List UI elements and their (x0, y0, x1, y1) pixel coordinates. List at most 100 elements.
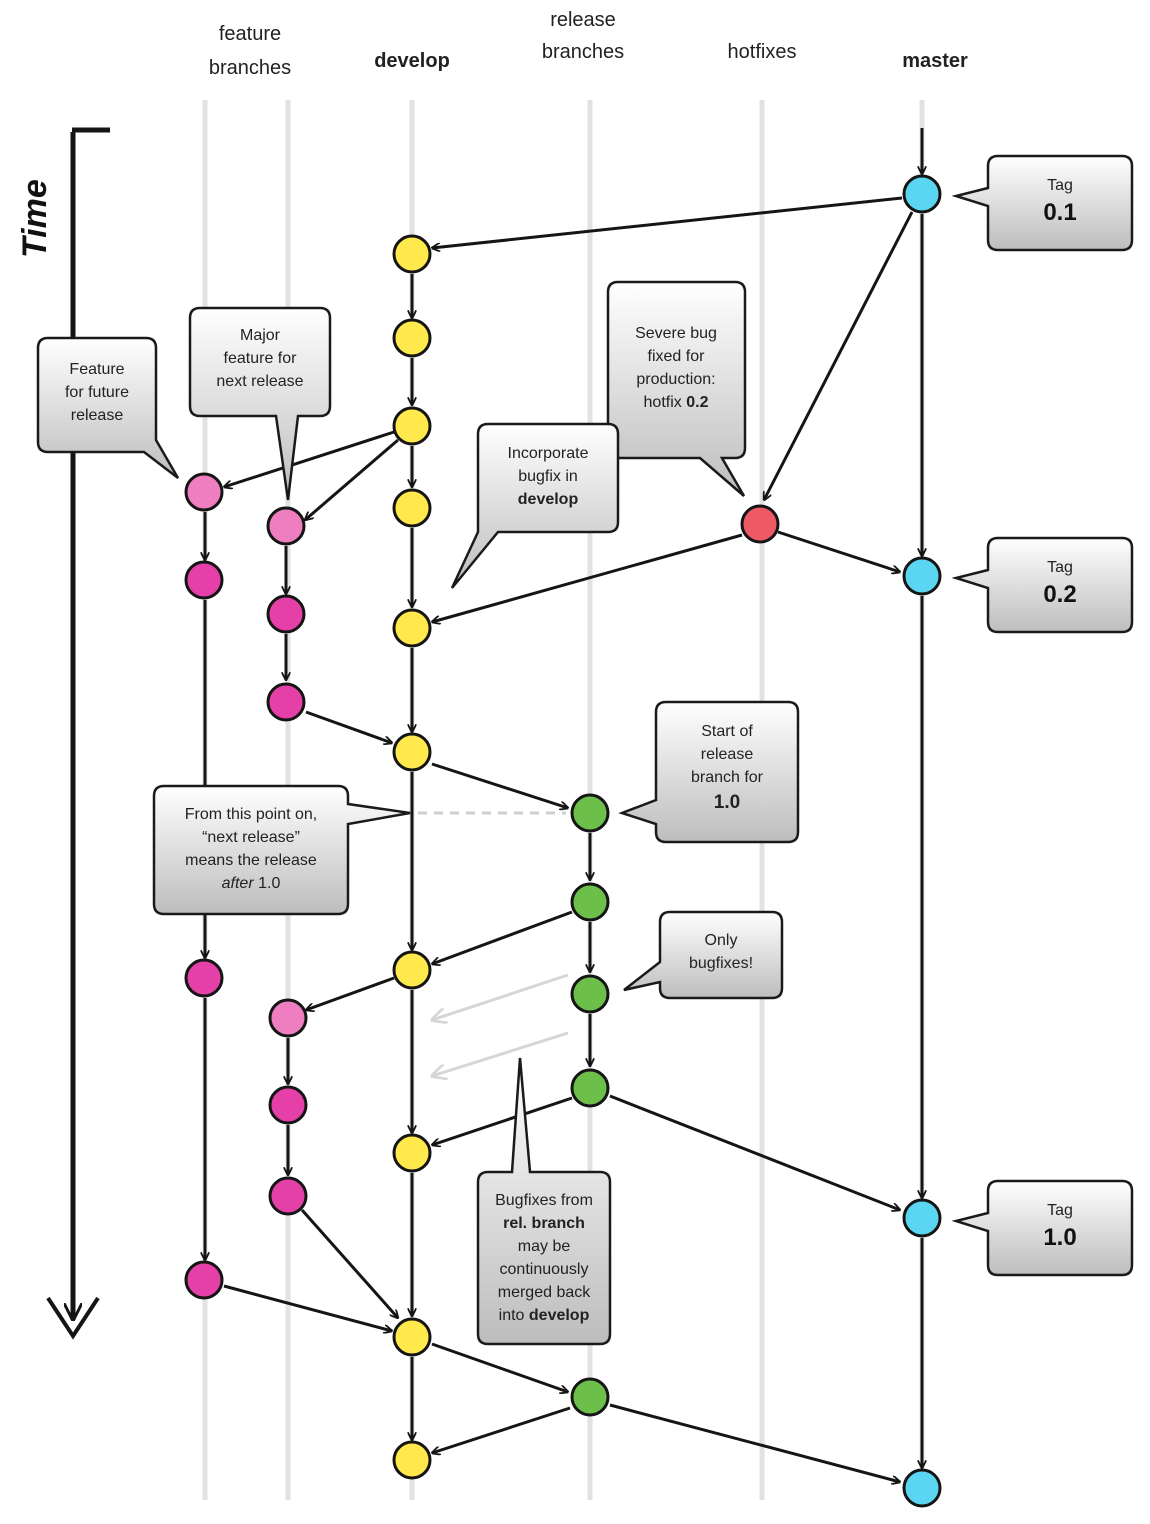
callout-incorporate-line1: Incorporate (508, 445, 589, 462)
edge-faint-merge-2 (432, 1031, 569, 1076)
edge-feature2-to-develop (305, 710, 392, 743)
edge-release-to-develop-1 (432, 910, 573, 964)
tag-box-0-1-label: Tag (1047, 177, 1073, 194)
commit-develop-8 (392, 1133, 432, 1173)
commit-develop-2 (392, 318, 432, 358)
callout-feature-future-bubble (36, 336, 180, 479)
callout-start-release-line1: Start of (701, 723, 753, 740)
commit-develop-10 (392, 1440, 432, 1480)
callout-severe-bug-bubble (606, 280, 747, 497)
callout-bugfixes-from-relbranch: rel. branch (503, 1215, 585, 1232)
callout-bugfixes-from: Bugfixes from rel. branch may be continu… (476, 1057, 612, 1346)
callout-major-feature: Major feature for next release (188, 306, 332, 501)
callout-start-release-line3: branch for (691, 769, 764, 786)
commit-develop-5 (392, 608, 432, 648)
callout-feature-future-line2: for future (65, 384, 129, 401)
callout-bugfixes-from-line4: continuously (500, 1261, 589, 1278)
callout-major-feature-line1: Major (240, 327, 281, 344)
callout-feature-future-line1: Feature (69, 361, 124, 378)
callout-bugfixes-from-line2: rel. branch (503, 1215, 585, 1232)
commit-feature2-4 (268, 998, 308, 1038)
commit-master-tag-0-2 (902, 556, 942, 596)
tag-boxes: Tag 0.1 Tag 0.2 Tag 1.0 (951, 154, 1134, 1277)
callout-from-point-bubble (152, 784, 411, 916)
commit-hotfix-0-2 (740, 504, 780, 544)
callout-only-bugfixes-bubble (623, 910, 784, 1000)
edge-feature1-to-develop (223, 1284, 392, 1331)
callout-incorporate-develop: develop (518, 491, 579, 508)
tag-box-0-2-bubble (951, 536, 1134, 634)
callout-start-release-line2: release (701, 746, 754, 763)
commit-release-1 (570, 793, 610, 833)
callout-from-point-line2: “next release” (202, 829, 300, 846)
callout-major-feature-line3: next release (216, 373, 303, 390)
edge-release-to-master (609, 1094, 900, 1210)
edge-hotfix-to-develop (432, 533, 743, 622)
lane-label-feature-line1: feature (219, 23, 281, 45)
time-axis: Time (16, 127, 110, 1340)
commit-develop-9 (392, 1317, 432, 1357)
tag-box-1-0-bubble (951, 1179, 1134, 1277)
lane-label-release-line1: release (550, 9, 616, 31)
callout-severe-bug-line1: Severe bug (635, 325, 717, 342)
commit-feature2-3 (266, 682, 306, 722)
callout-severe-bug: Severe bug fixed for production: hotfix … (606, 280, 747, 497)
commit-master-tag-0-1 (902, 174, 942, 214)
edge-release2-to-develop (432, 1406, 571, 1453)
lane-label-hotfixes: hotfixes (728, 41, 797, 63)
commit-release-4 (570, 1068, 610, 1108)
commit-release-2 (570, 882, 610, 922)
lane-label-master: master (902, 50, 968, 72)
tag-box-0-2-version: 0.2 (1043, 581, 1076, 608)
callout-from-point-after: after (222, 875, 255, 892)
edge-master-to-hotfix (762, 211, 914, 500)
callout-bugfixes-from-develop: develop (529, 1307, 590, 1324)
callouts: Feature for future release Major feature… (36, 280, 800, 1346)
callout-bugfixes-from-line3: may be (518, 1238, 571, 1255)
callout-feature-future-line3: release (71, 407, 124, 424)
callout-major-feature-line2: feature for (224, 350, 298, 367)
edges (205, 128, 922, 1482)
callout-incorporate: Incorporate bugfix in develop (450, 422, 620, 589)
commit-master-tag-1-0 (902, 1198, 942, 1238)
callout-from-point-line1: From this point on, (185, 806, 318, 823)
time-label: Time (16, 179, 54, 258)
commit-feature2-2 (266, 594, 306, 634)
edge-develop-to-release (431, 762, 568, 808)
callout-incorporate-line2: bugfix in (518, 468, 578, 485)
callout-incorporate-bubble (450, 422, 620, 589)
lane-label-feature-line2: branches (209, 57, 291, 79)
callout-incorporate-line3: develop (518, 491, 579, 508)
commit-feature2-1 (266, 506, 306, 546)
callout-only-bugfixes-line2: bugfixes! (689, 955, 753, 972)
callout-severe-bug-line2: fixed for (648, 348, 706, 365)
tag-box-0-2: Tag 0.2 (951, 536, 1134, 634)
callout-major-feature-bubble (188, 306, 332, 501)
callout-only-bugfixes: Only bugfixes! (623, 910, 784, 1000)
lane-headers: feature branches develop release branche… (209, 9, 968, 79)
tag-box-0-1: Tag 0.1 (951, 154, 1134, 252)
callout-feature-future: Feature for future release (36, 336, 180, 479)
callout-severe-bug-line4: hotfix 0.2 (644, 394, 709, 411)
commit-feature1-3 (184, 958, 224, 998)
commit-develop-7 (392, 950, 432, 990)
callout-bugfixes-from-line1: Bugfixes from (495, 1192, 593, 1209)
tag-box-1-0: Tag 1.0 (951, 1179, 1134, 1277)
edge-develop-to-feature-1 (224, 430, 395, 487)
commit-feature1-1 (184, 472, 224, 512)
tag-box-0-1-version: 0.1 (1043, 199, 1076, 226)
tag-box-0-1-bubble (951, 154, 1134, 252)
callout-start-release: Start of release branch for 1.0 (618, 700, 800, 844)
commit-feature1-2 (184, 560, 224, 600)
callout-bugfixes-from-line6: into develop (499, 1307, 590, 1324)
commit-feature2-6 (268, 1176, 308, 1216)
callout-start-release-bubble (618, 700, 800, 844)
callout-start-release-line4: 1.0 (714, 792, 740, 813)
commit-develop-3 (392, 406, 432, 446)
callout-bugfixes-from-into: into (499, 1307, 529, 1324)
edge-feature2b-to-develop (300, 1209, 398, 1318)
commit-feature2-5 (268, 1085, 308, 1125)
tag-box-1-0-label: Tag (1047, 1202, 1073, 1219)
